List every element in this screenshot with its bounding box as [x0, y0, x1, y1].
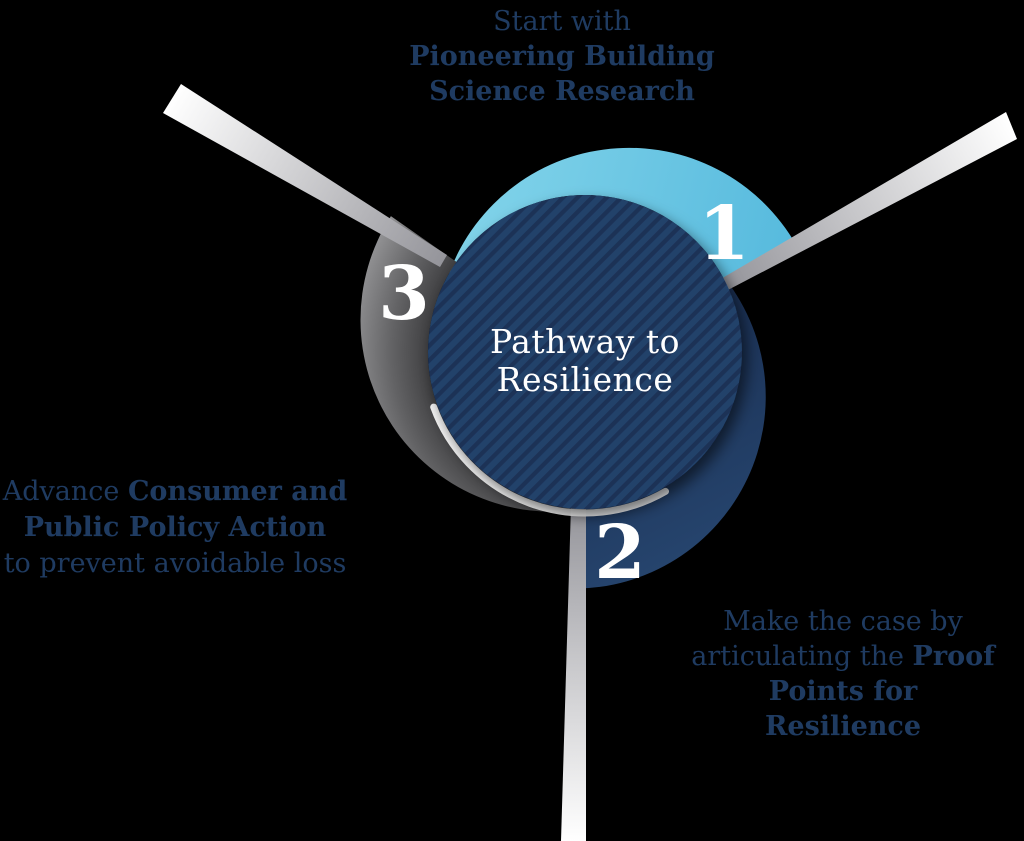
label-step-1-line2: Pioneering Building	[409, 41, 715, 72]
label-step-1: Start with Pioneering Building Science R…	[382, 4, 742, 109]
spoke-top-right	[719, 112, 1017, 291]
label-step-3-line1: Advance Consumer and	[2, 476, 348, 507]
center-circle	[428, 195, 742, 509]
label-step-2-line1: Make the case by	[723, 606, 963, 637]
spoke-bottom	[561, 505, 586, 841]
label-step-3: Advance Consumer and Public Policy Actio…	[0, 474, 356, 582]
arc-step-1	[449, 147, 800, 286]
step-1-number: 1	[698, 191, 750, 277]
step-2-number: 2	[594, 510, 646, 596]
label-step-3-line2: Public Policy Action	[23, 512, 327, 543]
label-step-3-line3: to prevent avoidable loss	[3, 548, 347, 579]
center-circle-highlight-rim	[430, 403, 669, 517]
arc-step-3	[360, 216, 585, 512]
label-step-2-line3: Points for Resilience	[764, 676, 921, 742]
spoke-top-left	[163, 84, 447, 267]
step-3-number: 3	[378, 251, 430, 337]
label-step-1-line1: Start with	[493, 6, 631, 37]
label-step-2: Make the case by articulating the Proof …	[687, 604, 999, 744]
center-title-line1: Pathway to	[490, 322, 680, 361]
label-step-2-line2: articulating the Proof	[691, 641, 995, 672]
center-title-line2: Resilience	[497, 360, 674, 399]
label-step-1-line3: Science Research	[429, 76, 695, 107]
